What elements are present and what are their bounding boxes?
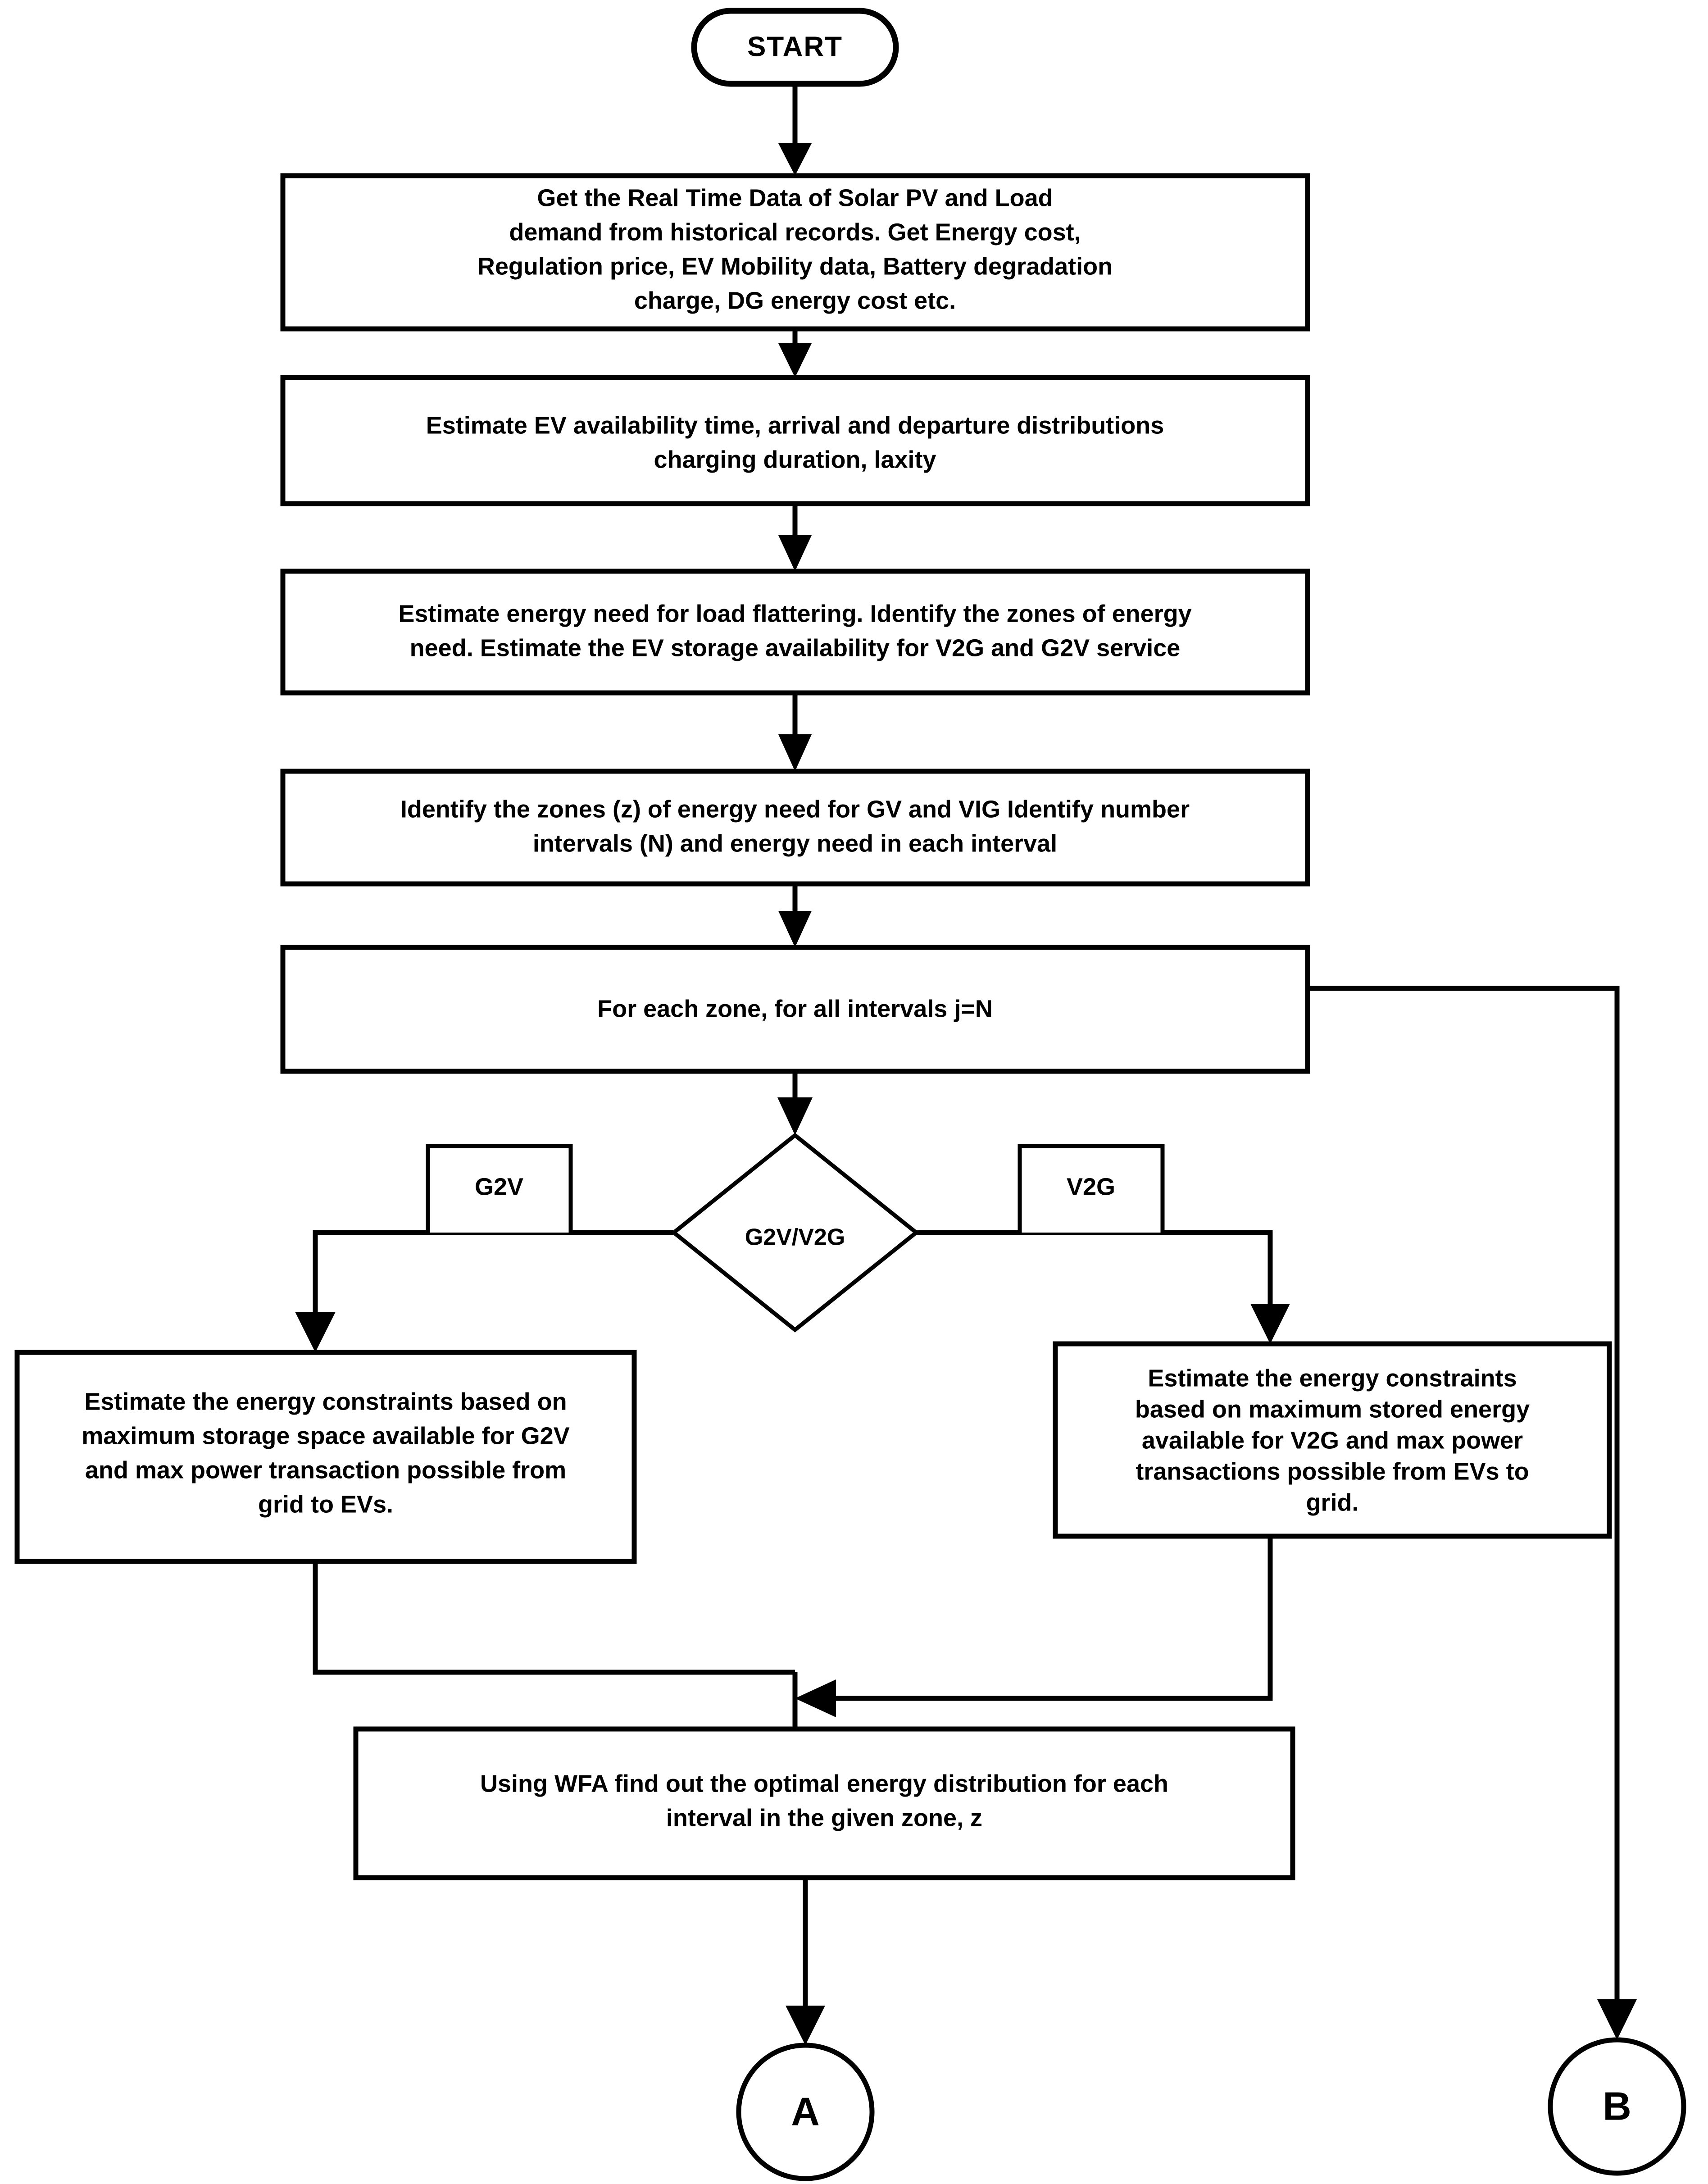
g2v-process-line-2: maximum storage space available for G2V xyxy=(82,1422,569,1449)
g2v-process-line-4: grid to EVs. xyxy=(258,1491,393,1518)
node-connector-a[interactable]: A xyxy=(736,2043,875,2181)
edge-loop-header-to-decision xyxy=(777,1071,813,1135)
node-decision[interactable]: G2V/V2G xyxy=(670,1133,920,1333)
edge-decision-to-v2g xyxy=(916,1230,1290,1344)
node-step3[interactable]: Estimate energy need for load flattering… xyxy=(280,569,1310,696)
wfa-box-shape xyxy=(353,1726,1295,1880)
decision-diamond-shape xyxy=(670,1133,920,1333)
g2v-label-box-shape xyxy=(426,1144,573,1233)
start-label: START xyxy=(747,31,843,62)
node-connector-b[interactable]: B xyxy=(1548,2037,1686,2176)
branch-label-v2g: V2G xyxy=(1018,1144,1165,1233)
g2v-process-box-shape xyxy=(14,1350,637,1564)
step2-line-2: charging duration, laxity xyxy=(654,446,936,473)
v2g-process-line-5: grid. xyxy=(1306,1489,1359,1516)
node-wfa[interactable]: Using WFA find out the optimal energy di… xyxy=(353,1726,1295,1880)
step1-line-3: Regulation price, EV Mobility data, Batt… xyxy=(477,253,1113,280)
connector-b-label: B xyxy=(1603,2084,1631,2128)
g2v-process-line-1: Estimate the energy constraints based on xyxy=(84,1388,567,1415)
step2-line-1: Estimate EV availability time, arrival a… xyxy=(426,412,1164,439)
step1-line-2: demand from historical records. Get Ener… xyxy=(509,218,1081,246)
connector-a-label: A xyxy=(791,2089,820,2134)
step4-line-1: Identify the zones (z) of energy need fo… xyxy=(400,796,1190,823)
node-step2[interactable]: Estimate EV availability time, arrival a… xyxy=(280,375,1310,506)
g2v-process-line-3: and max power transaction possible from xyxy=(85,1456,566,1483)
start-terminator-shape xyxy=(691,8,899,87)
edge-step4-to-loop-header xyxy=(778,884,812,947)
v2g-process-box-shape xyxy=(1053,1341,1612,1539)
node-loop-header[interactable]: For each zone, for all intervals j=N xyxy=(280,945,1310,1074)
edge-g2v-to-merge xyxy=(313,1561,795,1675)
step1-line-4: charge, DG energy cost etc. xyxy=(634,287,956,314)
v2g-process-line-3: available for V2G and max power xyxy=(1142,1427,1523,1454)
node-g2v-process[interactable]: Estimate the energy constraints based on… xyxy=(14,1350,637,1564)
step1-line-1: Get the Real Time Data of Solar PV and L… xyxy=(537,184,1053,211)
edge-step3-to-step4 xyxy=(778,693,812,771)
v2g-label-box-shape xyxy=(1018,1144,1165,1233)
step3-line-2: need. Estimate the EV storage availabili… xyxy=(410,634,1181,661)
v2g-process-line-4: transactions possible from EVs to xyxy=(1136,1458,1529,1485)
loop-header-label: For each zone, for all intervals j=N xyxy=(597,995,993,1022)
v2g-branch-label: V2G xyxy=(1067,1173,1115,1200)
step4-line-2: intervals (N) and energy need in each in… xyxy=(533,830,1057,857)
edge-wfa-to-connector-a xyxy=(786,1878,825,2045)
connector-b-circle-shape xyxy=(1548,2037,1686,2176)
step2-box-shape xyxy=(280,375,1310,506)
edge-start-to-step1 xyxy=(778,83,812,176)
node-step4[interactable]: Identify the zones (z) of energy need fo… xyxy=(280,769,1310,887)
node-layer: START Get the Real Time Data of Solar PV… xyxy=(14,8,1686,2181)
v2g-process-line-2: based on maximum stored energy xyxy=(1135,1396,1530,1423)
wfa-line-1: Using WFA find out the optimal energy di… xyxy=(480,1770,1168,1797)
step1-box-shape xyxy=(280,173,1310,332)
loop-header-box-shape xyxy=(280,945,1310,1074)
connector-a-circle-shape xyxy=(736,2043,875,2181)
edge-decision-to-g2v xyxy=(295,1230,673,1352)
edge-loop-header-to-connector-b xyxy=(1308,986,1637,2040)
edge-step2-to-step3 xyxy=(778,504,812,571)
node-start[interactable]: START xyxy=(691,8,899,87)
step3-box-shape xyxy=(280,569,1310,696)
decision-label: G2V/V2G xyxy=(745,1224,845,1251)
step3-line-1: Estimate energy need for load flattering… xyxy=(398,600,1191,627)
edge-v2g-to-merge xyxy=(795,1536,1273,1717)
edge-step1-to-step2 xyxy=(778,329,812,378)
node-v2g-process[interactable]: Estimate the energy constraints based on… xyxy=(1053,1341,1612,1539)
wfa-line-2: interval in the given zone, z xyxy=(666,1804,982,1831)
v2g-process-line-1: Estimate the energy constraints xyxy=(1148,1365,1517,1392)
branch-label-g2v: G2V xyxy=(426,1144,573,1233)
g2v-branch-label: G2V xyxy=(475,1173,523,1200)
step4-box-shape xyxy=(280,769,1310,887)
node-step1[interactable]: Get the Real Time Data of Solar PV and L… xyxy=(280,173,1310,332)
